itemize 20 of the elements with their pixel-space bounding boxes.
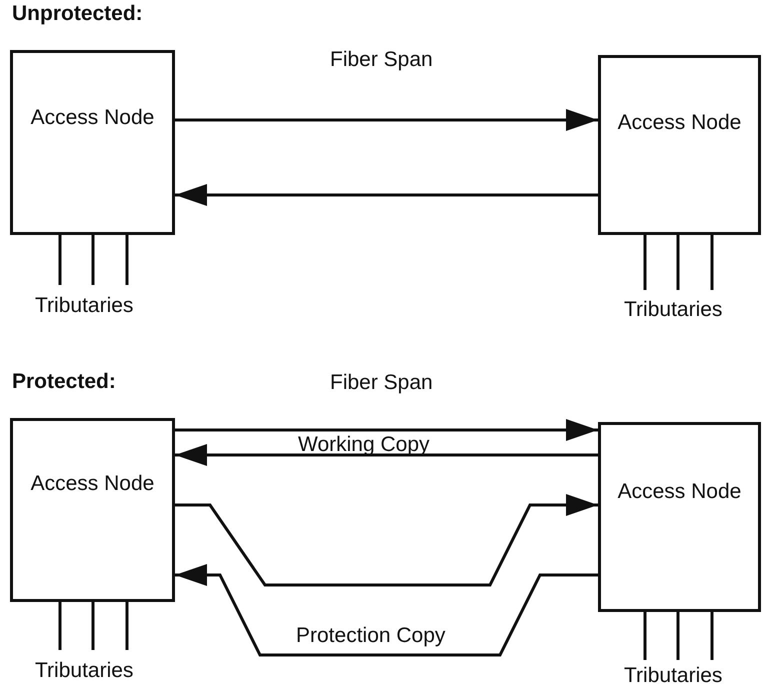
tributaries-label: Tributaries [624, 298, 722, 322]
arrow [175, 184, 598, 206]
arrow [175, 109, 598, 131]
arrow [175, 494, 598, 586]
arrow [175, 564, 598, 656]
copy-label: Protection Copy [296, 624, 446, 648]
node-label: Access Node [30, 471, 156, 497]
arrow [175, 419, 598, 441]
node-label: Access Node [616, 110, 742, 136]
tributaries-label: Tributaries [35, 294, 134, 318]
arrow [175, 444, 598, 466]
section-heading: Protected: [12, 370, 116, 394]
span-label: Fiber Span [330, 371, 433, 395]
node-label: Access Node [30, 105, 156, 131]
node-label: Access Node [616, 479, 742, 505]
tributaries-label: Tributaries [35, 659, 134, 683]
tributaries-label: Tributaries [624, 664, 722, 686]
copy-label: Working Copy [298, 433, 430, 457]
section-heading: Unprotected: [12, 2, 143, 26]
span-label: Fiber Span [330, 48, 433, 72]
